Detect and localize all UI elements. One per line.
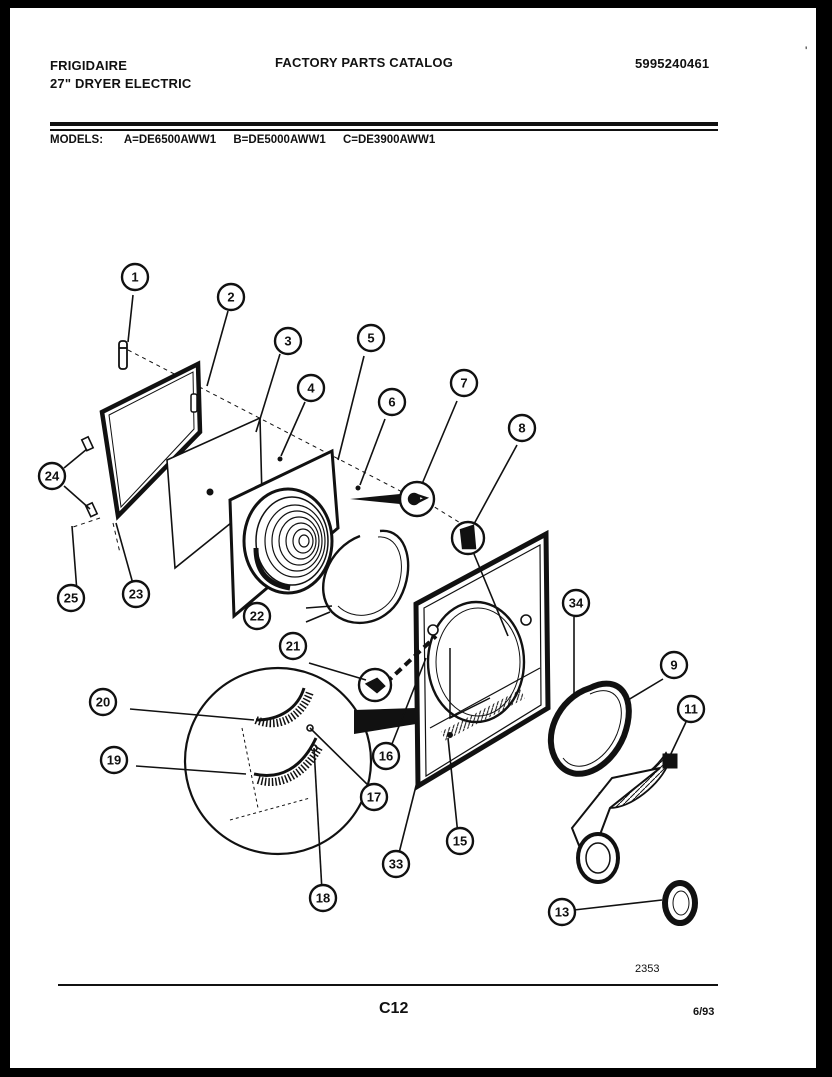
callout-33: 33 [381, 849, 411, 879]
svg-text:7: 7 [460, 376, 467, 391]
callout-21: 21 [278, 631, 308, 661]
hinge-pin-part [118, 340, 128, 370]
exploded-parts-diagram: 1 2 3 4 5 6 7 8 9 11 13 15 16 17 18 19 2… [37, 262, 706, 927]
figure-number: 2353 [635, 963, 660, 975]
svg-text:2: 2 [227, 290, 234, 305]
drum-seal-ring-part [547, 680, 632, 777]
callout-25: 25 [56, 583, 86, 613]
svg-text:9: 9 [670, 658, 677, 673]
door-hinge-part [80, 435, 99, 518]
front-panel-part [228, 448, 340, 620]
adapter-ring-part [662, 880, 698, 926]
svg-text:1: 1 [131, 270, 138, 285]
callout-7: 7 [449, 368, 479, 398]
svg-text:15: 15 [453, 834, 467, 849]
assembly-axis-line [69, 349, 463, 554]
models-label: MODELS: [50, 134, 104, 146]
callout-5: 5 [356, 323, 386, 353]
svg-text:20: 20 [96, 695, 110, 710]
model-c: C=DE3900AWW1 [342, 134, 436, 146]
callout-18: 18 [308, 883, 338, 913]
svg-text:16: 16 [379, 749, 393, 764]
callout-16: 16 [371, 741, 401, 771]
pointer-wedge-7 [350, 494, 400, 504]
air-duct-part [570, 751, 678, 884]
callout-23: 23 [121, 579, 151, 609]
svg-text:6: 6 [388, 395, 395, 410]
svg-text:3: 3 [284, 334, 291, 349]
front-cabinet-panel-part [413, 529, 551, 791]
pointer-line-21 [384, 634, 438, 685]
callout-6: 6 [377, 387, 407, 417]
callout-24: 24 [37, 461, 67, 491]
brand-name: FRIGIDAIRE [50, 58, 128, 73]
header-rule-thick [50, 122, 718, 126]
detail-magnifier-circle [183, 666, 416, 856]
callout-3: 3 [273, 326, 303, 356]
callout-2: 2 [216, 282, 246, 312]
callout-4: 4 [296, 373, 326, 403]
svg-text:8: 8 [518, 421, 525, 436]
callout-34: 34 [561, 588, 591, 618]
callout-17: 17 [359, 782, 389, 812]
catalog-sheet: FRIGIDAIRE 27" DRYER ELECTRIC FACTORY PA… [10, 8, 816, 1068]
svg-text:4: 4 [307, 381, 315, 396]
svg-text:33: 33 [389, 857, 403, 872]
svg-text:18: 18 [316, 891, 330, 906]
door-catch-part [450, 520, 486, 556]
header-rule-thin [50, 129, 718, 131]
svg-text:5: 5 [367, 331, 374, 346]
edge-mark: ' [805, 44, 808, 58]
page-number: C12 [379, 1000, 409, 1017]
door-seal-ring-part [322, 529, 410, 625]
callout-1: 1 [120, 262, 150, 292]
callout-22: 22 [242, 601, 272, 631]
svg-text:25: 25 [64, 591, 78, 606]
screw-part [277, 456, 361, 491]
model-b: B=DE5000AWW1 [233, 134, 326, 146]
catalog-number: 5995240461 [635, 56, 710, 71]
svg-text:23: 23 [129, 587, 143, 602]
leader-lines [63, 294, 687, 911]
date-code: 6/93 [693, 1006, 715, 1018]
callout-15: 15 [445, 826, 475, 856]
footer-rule [58, 984, 718, 986]
callout-13: 13 [547, 897, 577, 927]
round-fitting-part [398, 480, 436, 518]
svg-text:17: 17 [367, 790, 381, 805]
svg-text:13: 13 [555, 905, 569, 920]
svg-text:21: 21 [286, 639, 300, 654]
callout-20: 20 [88, 687, 118, 717]
svg-text:34: 34 [569, 596, 584, 611]
callout-8: 8 [507, 413, 537, 443]
callout-11: 11 [676, 694, 706, 724]
svg-text:22: 22 [250, 609, 264, 624]
callout-19: 19 [99, 745, 129, 775]
svg-text:19: 19 [107, 753, 121, 768]
callout-9: 9 [659, 650, 689, 680]
door-panel-part [99, 360, 203, 521]
bracket-fitting-part [357, 667, 393, 703]
catalog-title: FACTORY PARTS CATALOG [275, 55, 454, 70]
svg-text:24: 24 [45, 469, 60, 484]
product-name: 27" DRYER ELECTRIC [50, 76, 192, 91]
model-a: A=DE6500AWW1 [123, 134, 217, 146]
svg-text:11: 11 [684, 702, 698, 717]
models-line: MODELS: A=DE6500AWW1 B=DE5000AWW1 C=DE39… [50, 134, 449, 146]
